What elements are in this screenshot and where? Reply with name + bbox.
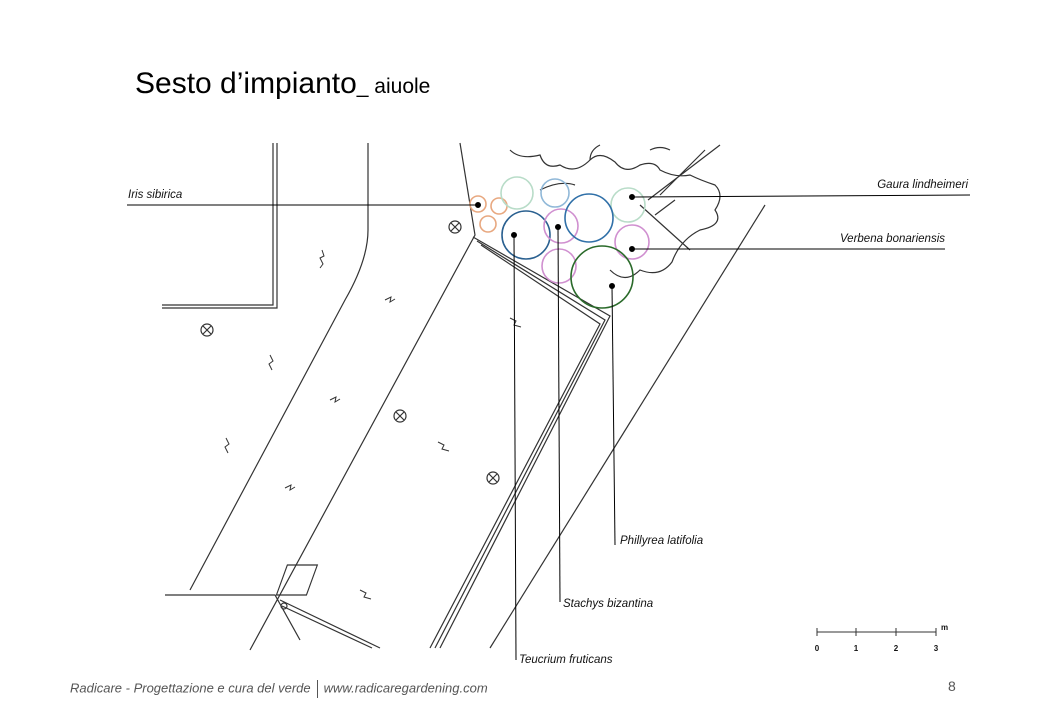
edging-wall-inner (434, 240, 606, 649)
bed-edge (249, 142, 476, 651)
building-outline-inner (162, 143, 278, 309)
label-gaura-lindheimeri: Gaura lindheimeri (877, 179, 968, 191)
scale-unit: m (941, 623, 948, 632)
scale-tick-label: 3 (934, 644, 939, 653)
stachys-circle (541, 248, 577, 284)
label-teucrium-fruticans: Teucrium fruticans (519, 654, 613, 666)
footer-separator (316, 680, 318, 698)
footer-website: www.radicaregardening.com (323, 680, 488, 696)
tree-canopy (509, 149, 721, 279)
title-sub: _ aiuole (356, 75, 431, 98)
path-edge-left (189, 143, 369, 591)
small-feature (275, 564, 319, 596)
verbena-circle (564, 193, 614, 243)
leader-lines (127, 194, 971, 661)
phillyrea-circle (570, 245, 634, 309)
label-phillyrea-latifolia: Phillyrea latifolia (620, 535, 703, 547)
plant-circles (469, 176, 650, 309)
manhole-symbol (393, 409, 407, 423)
page-number: 8 (948, 678, 956, 694)
scale-tick-label: 1 (854, 644, 859, 653)
gaura-circle (610, 187, 646, 223)
lower-wall-inner (281, 605, 373, 649)
footer-company: Radicare - Progettazione e cura del verd… (70, 680, 311, 696)
label-stachys-bizantina: Stachys bizantina (563, 598, 653, 610)
manhole-symbol (448, 220, 462, 234)
iris-sibirica-circle (479, 215, 497, 233)
iris-sibirica-circle (469, 195, 487, 213)
boundary-line (489, 204, 766, 649)
scale-bar: m 0 1 2 3 (815, 623, 948, 653)
grass-marks (224, 249, 522, 600)
small-point (280, 602, 288, 610)
manhole-symbol (200, 323, 214, 337)
lower-wall (279, 599, 381, 649)
verbena-circle (540, 178, 570, 208)
title-main: Sesto d’impianto (135, 67, 357, 100)
iris-sibirica-circle (490, 197, 508, 215)
scale-tick-label: 2 (894, 644, 899, 653)
gaura-circle (500, 176, 534, 210)
stachys-circle (614, 224, 650, 260)
teucrium-circle (501, 210, 551, 260)
lower-block (165, 594, 301, 641)
label-iris-sibirica: Iris sibirica (128, 189, 182, 201)
edging-wall-inner2 (429, 244, 601, 649)
canopy-detail (539, 144, 671, 191)
slide-title: Sesto d’impianto_ aiuole (135, 64, 430, 101)
edging-wall (439, 236, 611, 649)
label-verbena-bonariensis: Verbena bonariensis (840, 233, 945, 245)
tree-branches (639, 144, 721, 251)
scale-tick-label: 0 (815, 644, 820, 653)
building-outline (162, 143, 274, 306)
stachys-circle (543, 208, 579, 244)
manhole-symbol (486, 471, 500, 485)
footer: Radicare - Progettazione e cura del verd… (70, 680, 488, 698)
